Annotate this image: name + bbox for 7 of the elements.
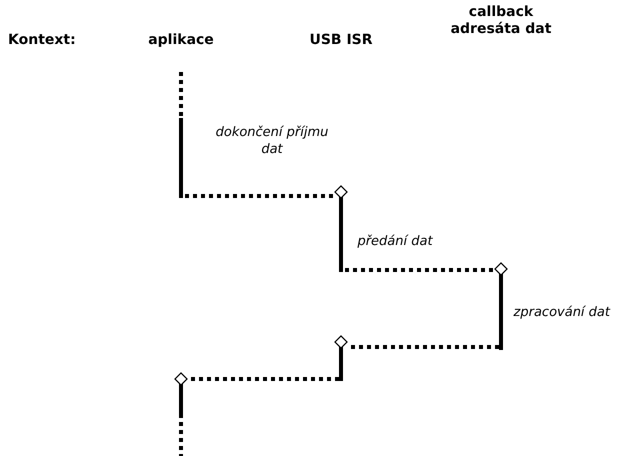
step-label: zpracování dat	[514, 305, 610, 320]
column-heading: callback adresáta dat	[450, 4, 552, 37]
column-heading: USB ISR	[309, 32, 373, 48]
column-heading: aplikace	[148, 32, 214, 48]
step-label: dokončení příjmu dat	[216, 125, 328, 157]
step-label: předání dat	[357, 234, 433, 249]
context-heading: Kontext:	[8, 32, 76, 48]
